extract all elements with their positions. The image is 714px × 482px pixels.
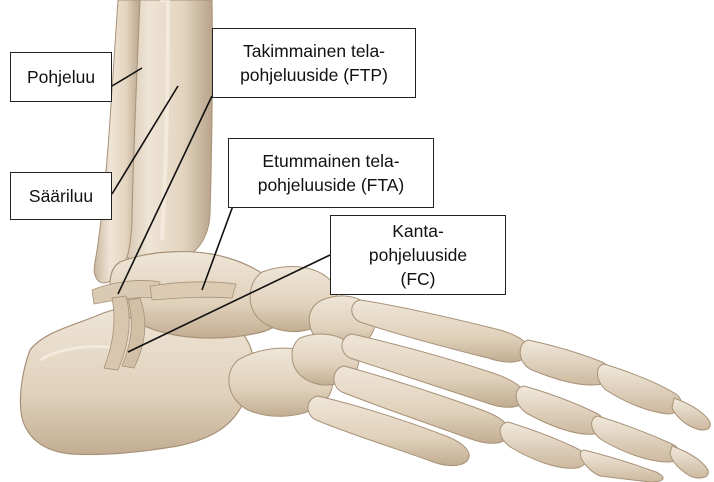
phalanx-bones	[500, 340, 710, 482]
label-ftp-line2: pohjeluuside (FTP)	[240, 63, 388, 87]
label-fc-line1: Kanta-	[392, 219, 444, 243]
label-fibula-text: Pohjeluu	[27, 65, 95, 89]
label-ftp: Takimmainen tela- pohjeluuside (FTP)	[212, 28, 416, 98]
label-fc-line2: pohjeluuside	[369, 243, 467, 267]
label-fta: Etummainen tela- pohjeluuside (FTA)	[228, 138, 434, 208]
label-tibia-text: Sääriluu	[29, 184, 93, 208]
label-fc-line3: (FC)	[401, 267, 436, 291]
label-fta-line1: Etummainen tela-	[262, 149, 399, 173]
label-ftp-line1: Takimmainen tela-	[243, 39, 385, 63]
label-fta-line2: pohjeluuside (FTA)	[258, 173, 405, 197]
label-fc: Kanta- pohjeluuside (FC)	[330, 215, 506, 295]
label-tibia: Sääriluu	[10, 172, 112, 220]
label-fibula: Pohjeluu	[10, 52, 112, 102]
